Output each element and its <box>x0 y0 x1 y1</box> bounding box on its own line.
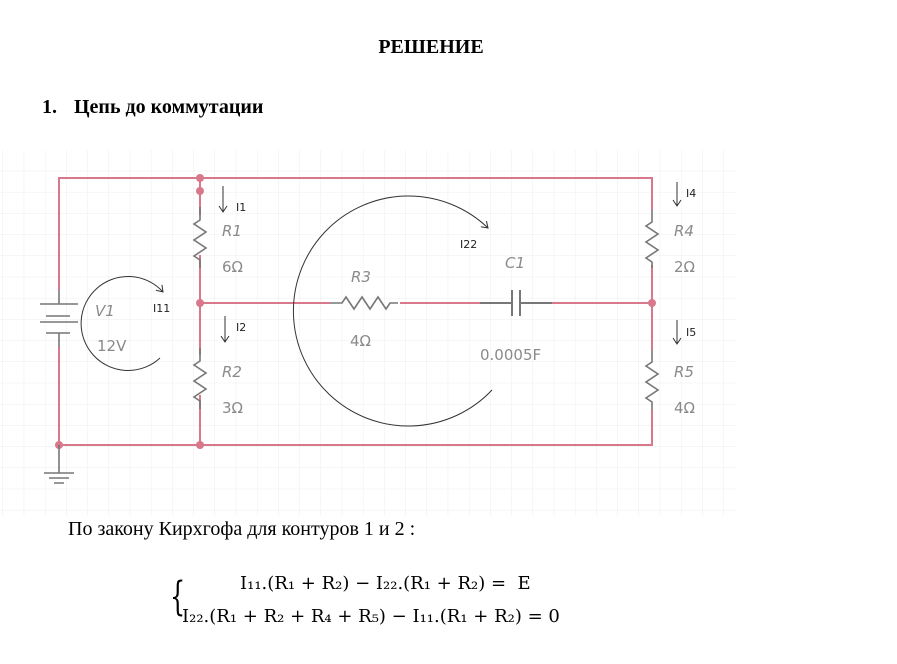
v1-label: V1 <box>95 302 115 320</box>
loop-arrows <box>80 182 682 427</box>
r2-value: 3Ω <box>222 399 243 417</box>
capacitor-c1 <box>480 290 552 316</box>
page-title: РЕШЕНИЕ <box>378 36 484 58</box>
equation-brace: { <box>170 574 186 620</box>
v1-value: 12V <box>97 337 127 355</box>
r4-label: R4 <box>674 222 694 240</box>
r4-value: 2Ω <box>674 258 695 276</box>
loop-i11-arrow <box>80 275 164 371</box>
equation-1: I₁₁.(R₁ + R₂) − I₂₂.(R₁ + R₂) = E <box>240 573 531 594</box>
battery-v1 <box>40 290 78 347</box>
r1-value: 6Ω <box>222 258 243 276</box>
i5-label: I5 <box>686 326 696 339</box>
resistor-r3 <box>330 295 398 311</box>
r5-value: 4Ω <box>674 399 695 417</box>
resistor-r4 <box>644 210 660 268</box>
kirchhoff-paragraph: По закону Кирхгофа для контуров 1 и 2 : <box>68 518 416 540</box>
i1-label: I1 <box>236 201 246 214</box>
resistor-r2 <box>192 348 208 409</box>
grid-background <box>0 150 737 516</box>
junction-dots <box>55 174 656 449</box>
loop-i22-arrow <box>292 195 493 427</box>
resistor-r5 <box>644 350 660 410</box>
r2-label: R2 <box>222 363 242 381</box>
resistor-r1 <box>192 207 208 268</box>
c1-value: 0.0005F <box>480 346 541 364</box>
r5-label: R5 <box>674 363 694 381</box>
r3-value: 4Ω <box>350 332 371 350</box>
i4-label: I4 <box>686 187 696 200</box>
r3-label: R3 <box>351 268 371 286</box>
circuit-diagram: V1 12V R1 6Ω R2 3Ω R3 4Ω R4 2Ω R5 4Ω C1 … <box>0 150 737 516</box>
components <box>40 207 660 484</box>
i22-label: I22 <box>460 238 477 251</box>
section-heading: 1.Цепь до коммутации <box>42 96 264 118</box>
c1-label: C1 <box>505 254 525 272</box>
r1-label: R1 <box>222 222 242 240</box>
i11-label: I11 <box>153 302 170 315</box>
equation-2: I₂₂.(R₁ + R₂ + R₄ + R₅) − I₁₁.(R₁ + R₂) … <box>182 606 560 627</box>
i2-label: I2 <box>236 321 246 334</box>
ground-symbol <box>44 445 74 484</box>
